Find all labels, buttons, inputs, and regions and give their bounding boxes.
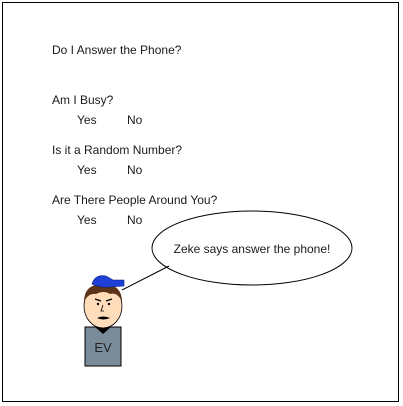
question-busy: Am I Busy? <box>52 93 114 107</box>
answer-no-people-around[interactable]: No <box>127 213 143 227</box>
answer-yes-busy[interactable]: Yes <box>77 113 97 127</box>
question-people-around: Are There People Around You? <box>52 193 218 207</box>
answer-yes-people-around[interactable]: Yes <box>77 213 97 227</box>
speech-bubble-text: Zeke says answer the phone! <box>173 242 331 256</box>
character-badge: EV <box>94 340 112 355</box>
question-random-number: Is it a Random Number? <box>52 143 183 157</box>
answer-yes-random-number[interactable]: Yes <box>77 163 97 177</box>
character-collar <box>95 327 111 334</box>
answer-no-busy[interactable]: No <box>127 113 143 127</box>
speech-bubble <box>151 210 353 286</box>
speech-bubble-pointer <box>121 265 170 291</box>
canvas-frame <box>2 2 399 402</box>
answer-no-random-number[interactable]: No <box>127 163 143 177</box>
character-hair <box>84 284 122 302</box>
page-title: Do I Answer the Phone? <box>52 43 182 57</box>
character-cap <box>91 275 125 288</box>
